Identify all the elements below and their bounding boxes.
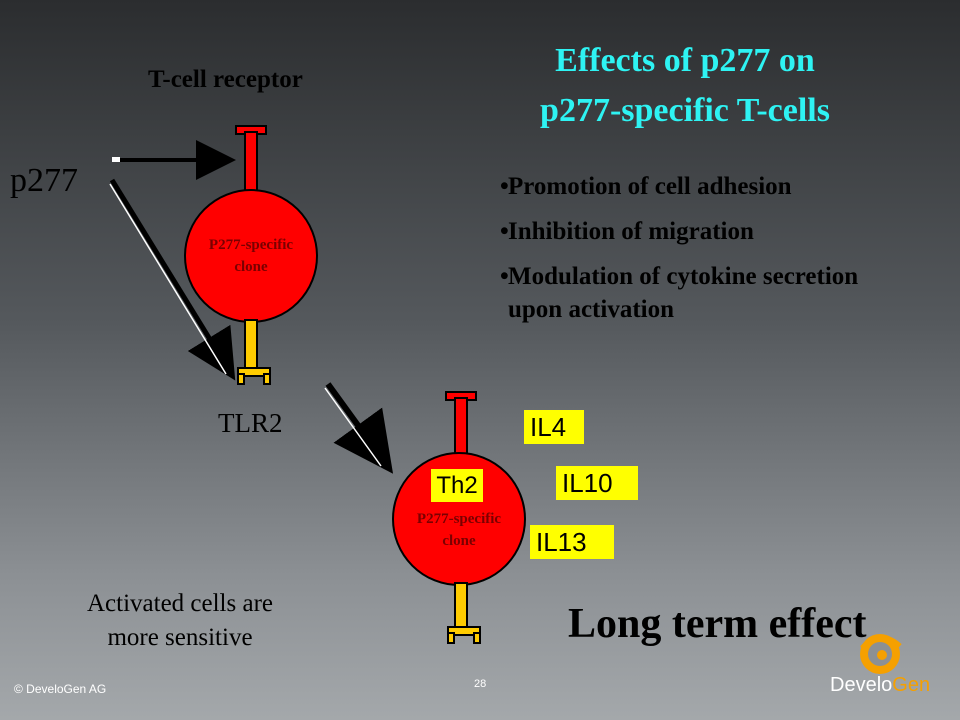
clone1-label: P277-specific clone xyxy=(186,234,316,278)
arrow-to-tlr2-highlight xyxy=(109,183,227,375)
clone2-label: P277-specific clone xyxy=(394,508,524,552)
effects-list: •Promotion of cell adhesion •Inhibition … xyxy=(500,170,900,338)
bullet-item: •Inhibition of migration xyxy=(500,218,754,245)
clone1-line-2: clone xyxy=(234,259,268,275)
t-cell-receptor-top-2 xyxy=(445,391,477,461)
cytokine-il4: IL4 xyxy=(524,410,584,444)
bullet-text: Promotion of cell adhesion xyxy=(508,173,792,200)
cytokine-il13: IL13 xyxy=(530,525,614,559)
develogen-logo-icon xyxy=(860,634,902,674)
title-line-1: Effects of p277 on xyxy=(555,42,815,79)
tlr2-receptor-bottom-2 xyxy=(447,582,481,644)
arrow-to-th2-cell xyxy=(325,382,394,474)
tlr2-receptor-bottom xyxy=(237,319,271,385)
cytokine-il10: IL10 xyxy=(556,466,638,500)
arrow-to-tlr2 xyxy=(109,178,236,381)
clone1-line-1: P277-specific xyxy=(208,237,294,253)
bullet-item: •Promotion of cell adhesion xyxy=(500,173,792,200)
th2-badge: Th2 xyxy=(431,469,483,502)
brand-wordmark: DeveloGen xyxy=(830,674,930,697)
bullet-text: Inhibition of migration xyxy=(508,218,754,245)
activated-cells-note: Activated cells are more sensitive xyxy=(40,587,320,655)
arrow-to-th2-highlight xyxy=(324,387,382,467)
slide-title: Effects of p277 on p277-specific T-cells xyxy=(470,36,900,136)
arrow-tail-highlight xyxy=(112,157,120,162)
bullet-text: Modulation of cytokine secretion upon ac… xyxy=(508,263,859,323)
title-line-2: p277-specific T-cells xyxy=(540,92,830,129)
copyright-notice: © DeveloGen AG xyxy=(14,682,107,696)
brand-part-2: Gen xyxy=(892,674,931,696)
clone2-line-1: P277-specific xyxy=(416,511,502,527)
brand-part-1: Develo xyxy=(830,674,893,696)
p277-label: p277 xyxy=(10,162,78,199)
activated-line-2: more sensitive xyxy=(107,624,253,651)
clone2-line-2: clone xyxy=(442,533,476,549)
activated-line-1: Activated cells are xyxy=(86,590,273,617)
t-cell-receptor-label: T-cell receptor xyxy=(148,66,303,93)
long-term-effect-heading: Long term effect xyxy=(568,601,867,647)
page-number: 28 xyxy=(474,678,487,690)
t-cell-receptor-top xyxy=(235,125,267,195)
bullet-item: •Modulation of cytokine secretion upon a… xyxy=(500,263,859,323)
tlr2-label: TLR2 xyxy=(218,408,283,438)
